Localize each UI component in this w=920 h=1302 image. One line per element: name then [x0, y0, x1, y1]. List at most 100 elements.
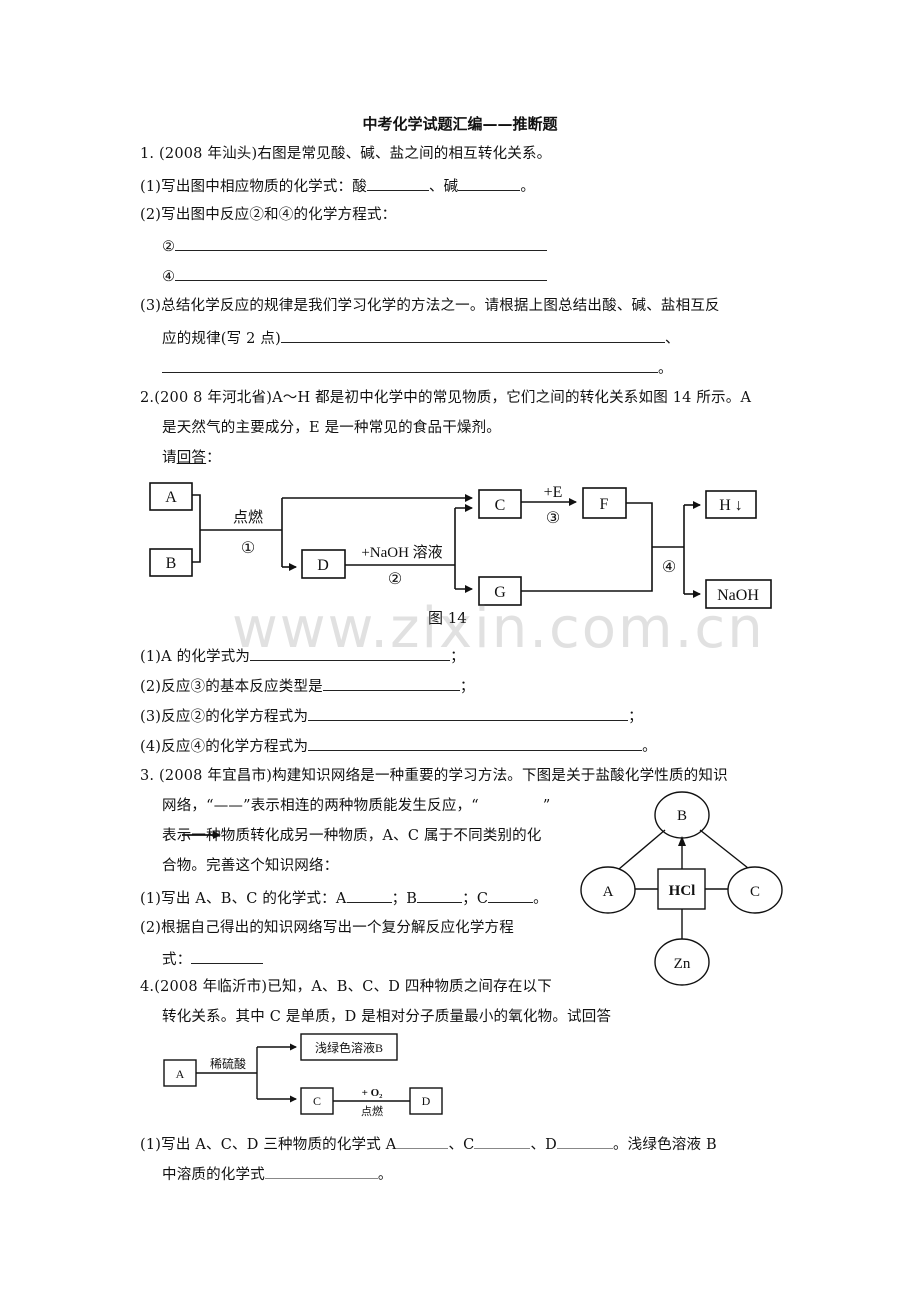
- q3-a-blank[interactable]: [346, 887, 392, 903]
- q2-prompt: 请回答：: [162, 448, 221, 468]
- q3-equation-blank[interactable]: [191, 948, 264, 964]
- q3-c-blank[interactable]: [488, 887, 534, 903]
- q3-part1-end: 。: [533, 891, 548, 907]
- q1-rule1-blank[interactable]: [280, 327, 665, 343]
- q1-eq4-blank[interactable]: [175, 265, 548, 281]
- q3-part2-line1: (2)根据自己得出的知识网络写出一个复分解反应化学方程: [140, 920, 514, 936]
- q3-part2-line2: 式：: [162, 948, 264, 970]
- q4-solute-blank[interactable]: [264, 1163, 378, 1179]
- q4-d-blank[interactable]: [556, 1133, 613, 1149]
- q4-stem-line2: 转化关系。其中 C 是单质，D 是相对分子质量最小的氧化物。试回答: [162, 1009, 612, 1025]
- q2-eq2-blank[interactable]: [308, 705, 629, 721]
- q1-part3-end: 。: [658, 361, 673, 377]
- q2-reaction-type-blank[interactable]: [322, 675, 460, 691]
- q4-part1-line2: 中溶质的化学式 。: [162, 1163, 393, 1185]
- node-b: B: [166, 555, 177, 572]
- q2-part2-end: ；: [459, 679, 475, 695]
- q3-part1: (1)写出 A、B、C 的化学式：A ；B ；C 。: [140, 887, 548, 909]
- q3-stem-line2: 网络，“——”表示相连的两种物质能发生反应，“ ”: [162, 796, 550, 816]
- q3-b-blank[interactable]: [417, 887, 463, 903]
- q3-stem-line2-text: 网络，“——”表示相连的两种物质能发生反应，“: [162, 798, 479, 814]
- label-plus-e: +E: [544, 484, 563, 501]
- q4-node-c: C: [313, 1094, 321, 1108]
- q2-prompt-suffix: ：: [206, 450, 221, 466]
- label-reaction-1: ①: [241, 540, 255, 557]
- q4-part1-prefix: (1)写出 A、C、D 三种物质的化学式 A: [140, 1137, 397, 1153]
- q1-part3-sep: 、: [664, 331, 680, 347]
- q4-label-dilute-sulfuric-acid: 稀硫酸: [210, 1056, 246, 1071]
- label-naoh-solution: +NaOH 溶液: [361, 544, 442, 561]
- q3-part1-prefix: (1)写出 A、B、C 的化学式：A: [140, 891, 347, 907]
- q4-part1-line1: (1)写出 A、C、D 三种物质的化学式 A、C、D。浅绿色溶液 B: [140, 1133, 717, 1155]
- network-node-b: B: [677, 808, 687, 824]
- q2-formula-a-blank[interactable]: [250, 645, 451, 661]
- q1-stem: 1. (2008 年汕头)右图是常见酸、碱、盐之间的相互转化关系。: [140, 146, 552, 162]
- q3-stem-line3: 表示一种物质转化成另一种物质，A、C 属于不同类别的化: [162, 828, 542, 844]
- q4-part1-line2-end: 。: [377, 1167, 393, 1183]
- page-title: 中考化学试题汇编——推断题: [362, 115, 558, 133]
- network-node-zn: Zn: [674, 956, 691, 972]
- q1-base-blank[interactable]: [458, 175, 521, 191]
- arrow-symbol-icon: [182, 831, 221, 839]
- figure-14-diagram: A B D C F G H ↓ NaOH 点燃 ① +NaOH 溶液 ② +E …: [149, 482, 772, 609]
- q1-part3-line3: 。: [162, 357, 673, 379]
- q2-part3: (3)反应②的化学方程式为 ；: [140, 705, 643, 727]
- q1-part2-eq4: ④: [162, 265, 548, 287]
- node-c: C: [495, 497, 506, 514]
- label-ignite: 点燃: [233, 508, 263, 526]
- q2-part4-text: (4)反应④的化学方程式为: [140, 739, 309, 755]
- q4-part1-c: 、C: [448, 1137, 475, 1153]
- q3-part1-b: ；B: [391, 891, 418, 907]
- q3-part2-line2-text: 式：: [162, 952, 192, 968]
- q4-c-blank[interactable]: [474, 1133, 531, 1149]
- q2-prompt-underlined: 回答: [176, 450, 207, 466]
- q2-stem-line1: 2.(200 8 年河北省)A～H 都是初中化学中的常见物质，它们之间的转化关系…: [140, 390, 752, 406]
- q2-part1-text: (1)A 的化学式为: [140, 649, 251, 665]
- q2-stem-line2: 是天然气的主要成分，E 是一种常见的食品干燥剂。: [162, 420, 501, 436]
- q2-part1: (1)A 的化学式为 ；: [140, 645, 465, 667]
- q2-part1-end: ；: [450, 649, 465, 665]
- q3-stem-line2-close: ”: [542, 798, 551, 814]
- q1-eq2-label: ②: [162, 239, 176, 255]
- q2-eq4-blank[interactable]: [308, 735, 643, 751]
- q1-part1-mid: 、碱: [428, 179, 459, 195]
- q4-a-blank[interactable]: [396, 1133, 449, 1149]
- q1-part1: (1)写出图中相应物质的化学式：酸 、碱 。: [140, 175, 535, 197]
- q1-part3-line2: 应的规律(写 2 点)、: [162, 327, 680, 349]
- node-f: F: [600, 496, 609, 513]
- network-node-hcl: HCl: [669, 883, 696, 899]
- label-reaction-4: ④: [662, 559, 676, 576]
- q2-prompt-prefix: 请: [162, 450, 177, 466]
- q2-part3-text: (3)反应②的化学方程式为: [140, 709, 309, 725]
- q1-eq4-label: ④: [162, 269, 176, 285]
- q1-eq2-blank[interactable]: [175, 235, 548, 251]
- q4-label-ignite: 点燃: [361, 1104, 383, 1118]
- label-reaction-3: ③: [546, 510, 560, 527]
- node-d: D: [317, 557, 329, 574]
- q1-acid-blank[interactable]: [366, 175, 429, 191]
- q2-part4-end: 。: [642, 739, 657, 755]
- q4-node-a: A: [176, 1067, 185, 1081]
- q1-part1-end: 。: [520, 179, 536, 195]
- q4-part1-line2-text: 中溶质的化学式: [162, 1167, 265, 1183]
- network-node-c: C: [750, 884, 760, 900]
- q2-part4: (4)反应④的化学方程式为 。: [140, 735, 657, 757]
- q2-part2: (2)反应③的基本反应类型是 ；: [140, 675, 475, 697]
- q1-part2-eq2: ②: [162, 235, 548, 257]
- node-g: G: [494, 584, 506, 601]
- q3-stem-line1: 3. (2008 年宜昌市)构建知识网络是一种重要的学习方法。下图是关于盐酸化学…: [140, 768, 728, 784]
- figure-14-caption: 图 14: [428, 609, 467, 627]
- q1-part1-prefix: (1)写出图中相应物质的化学式：酸: [140, 179, 367, 195]
- q3-part1-c: ；C: [462, 891, 489, 907]
- q1-rule2-blank[interactable]: [162, 357, 658, 373]
- q4-conversion-diagram: A 稀硫酸 浅绿色溶液B C + O₂ 点燃 D: [163, 1033, 443, 1118]
- q4-label-plus-o2: + O₂: [362, 1087, 384, 1099]
- node-h-precipitate: H ↓: [719, 497, 743, 514]
- q4-node-b: 浅绿色溶液B: [315, 1040, 383, 1055]
- q1-part2: (2)写出图中反应②和④的化学方程式：: [140, 207, 397, 223]
- q3-stem-line4: 合物。完善这个知识网络：: [162, 858, 339, 874]
- node-naoh: NaOH: [717, 587, 759, 604]
- q4-stem-line1: 4.(2008 年临沂市)已知，A、B、C、D 四种物质之间存在以下: [140, 979, 552, 995]
- q2-part2-text: (2)反应③的基本反应类型是: [140, 679, 323, 695]
- q2-part3-end: ；: [628, 709, 643, 725]
